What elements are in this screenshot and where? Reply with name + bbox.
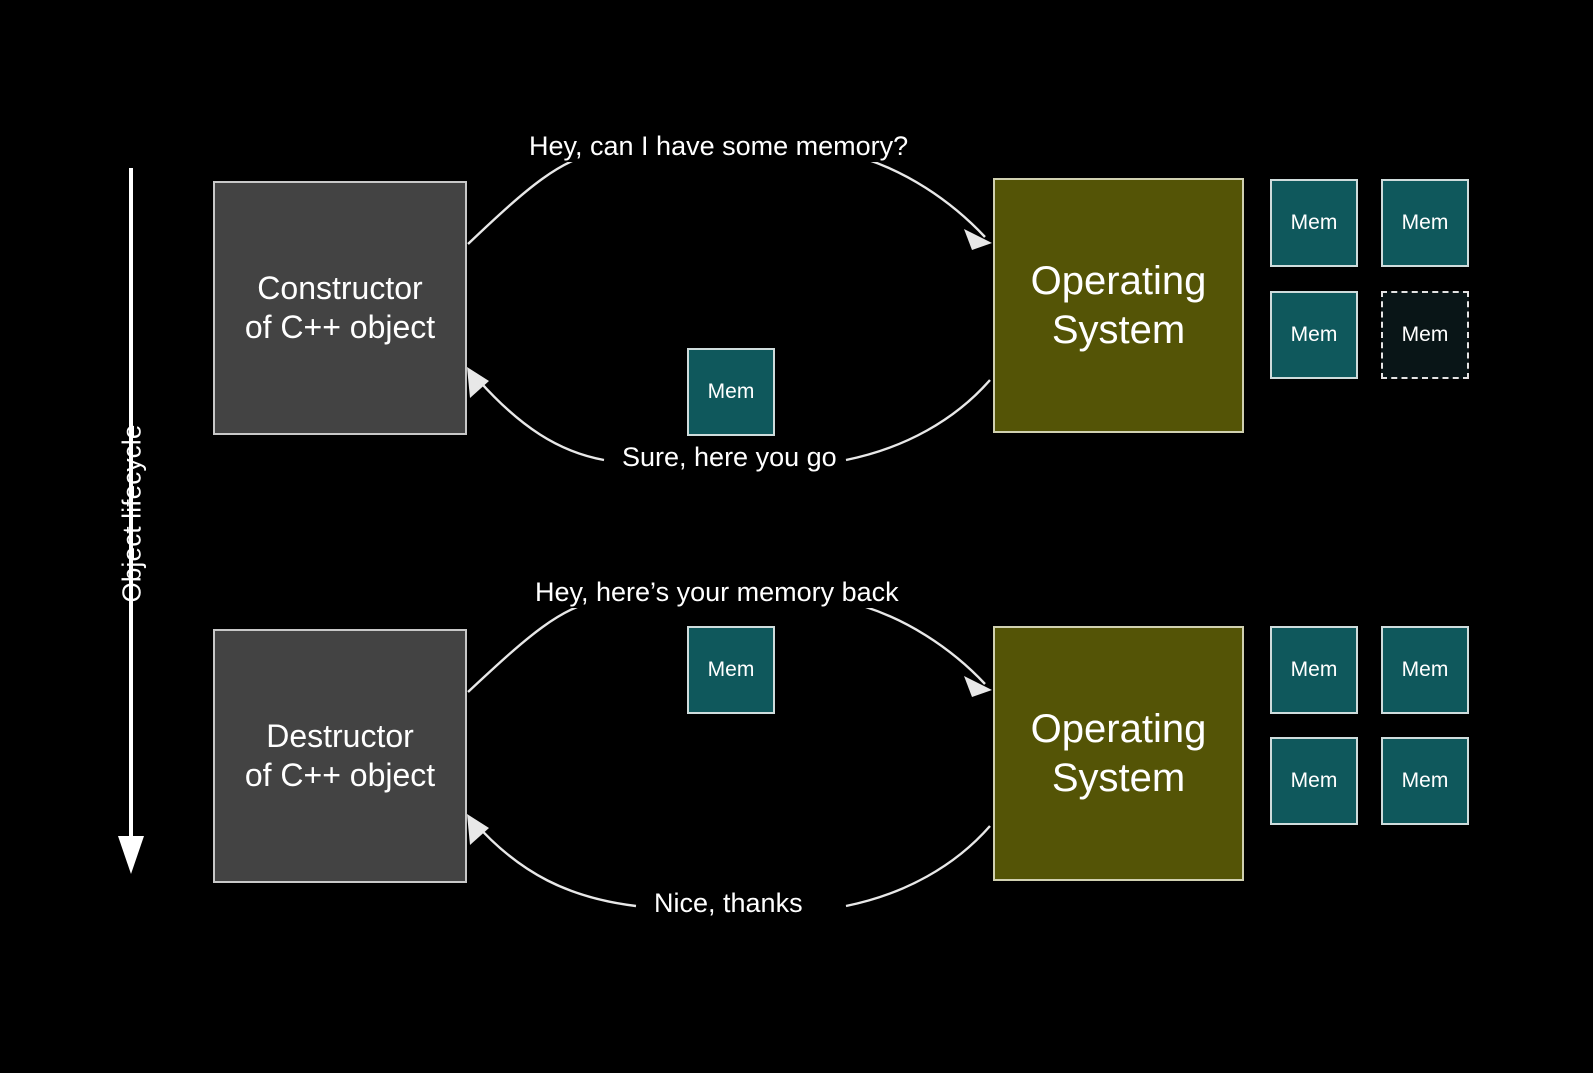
destructor-node-text: Destructor of C++ object <box>245 717 435 795</box>
arrow-top-request-left-segment <box>467 150 601 245</box>
destructor-node-line2: of C++ object <box>244 757 436 793</box>
memory-pool-block-top-4-free[interactable]: Mem <box>1381 291 1469 379</box>
memory-block-in-transit-top[interactable]: Mem <box>687 348 775 436</box>
operating-system-node-top-line1: Operating <box>1030 258 1207 303</box>
lifecycle-arrow-icon <box>118 168 144 874</box>
arrow-top-response-right-segment <box>845 379 991 462</box>
operating-system-node-bottom-text: Operating System <box>1031 705 1207 803</box>
message-response-bottom: Nice, thanks <box>646 888 811 919</box>
memory-pool-block-top-2[interactable]: Mem <box>1381 179 1469 267</box>
constructor-node[interactable]: Constructor of C++ object <box>213 181 467 435</box>
arrowhead-top-response <box>467 367 489 398</box>
memory-block-in-transit-bottom[interactable]: Mem <box>687 626 775 714</box>
arrowhead-bottom-request <box>964 676 992 697</box>
arrow-top-request-right-segment <box>839 150 986 238</box>
memory-block-label: Mem <box>1401 211 1449 234</box>
arrowhead-bottom-response <box>467 814 489 845</box>
arrow-top-response-left-segment <box>473 374 605 462</box>
memory-block-label: Mem <box>1290 323 1338 346</box>
memory-pool-block-bottom-3[interactable]: Mem <box>1270 737 1358 825</box>
memory-pool-block-top-1[interactable]: Mem <box>1270 179 1358 267</box>
constructor-node-line2: of C++ object <box>244 309 436 345</box>
memory-block-label: Mem <box>1290 211 1338 234</box>
arrow-bottom-request-left-segment <box>467 598 601 693</box>
memory-block-label: Mem <box>707 658 755 681</box>
memory-pool-block-bottom-2[interactable]: Mem <box>1381 626 1469 714</box>
operating-system-node-bottom-line1: Operating <box>1030 706 1207 751</box>
lifecycle-axis-label: Object lifecycle <box>116 424 147 603</box>
arrow-bottom-request-right-segment <box>839 598 986 685</box>
operating-system-node-top-line2: System <box>1051 307 1186 352</box>
constructor-node-text: Constructor of C++ object <box>245 269 435 347</box>
destructor-node-line1: Destructor <box>266 717 414 754</box>
memory-block-label: Mem <box>1290 658 1338 681</box>
memory-block-label: Mem <box>1290 769 1338 792</box>
message-request-bottom: Hey, here’s your memory back <box>527 577 907 608</box>
memory-pool-block-bottom-4[interactable]: Mem <box>1381 737 1469 825</box>
operating-system-node-bottom[interactable]: Operating System <box>993 626 1244 881</box>
object-lifecycle-axis: Object lifecycle <box>108 168 154 878</box>
memory-block-label: Mem <box>1401 769 1449 792</box>
memory-block-label: Mem <box>1401 658 1449 681</box>
arrow-bottom-response-left-segment <box>473 821 637 908</box>
message-request-top: Hey, can I have some memory? <box>521 131 917 162</box>
operating-system-node-bottom-line2: System <box>1051 755 1186 800</box>
arrowhead-top-request <box>964 229 992 250</box>
message-response-top: Sure, here you go <box>614 442 845 473</box>
memory-block-label: Mem <box>707 380 755 403</box>
destructor-node[interactable]: Destructor of C++ object <box>213 629 467 883</box>
memory-pool-block-bottom-1[interactable]: Mem <box>1270 626 1358 714</box>
memory-block-label: Mem <box>1401 323 1449 346</box>
constructor-node-line1: Constructor <box>257 269 423 306</box>
operating-system-node-top-text: Operating System <box>1031 257 1207 355</box>
memory-pool-block-top-3[interactable]: Mem <box>1270 291 1358 379</box>
operating-system-node-top[interactable]: Operating System <box>993 178 1244 433</box>
arrow-bottom-response-right-segment <box>845 825 991 908</box>
